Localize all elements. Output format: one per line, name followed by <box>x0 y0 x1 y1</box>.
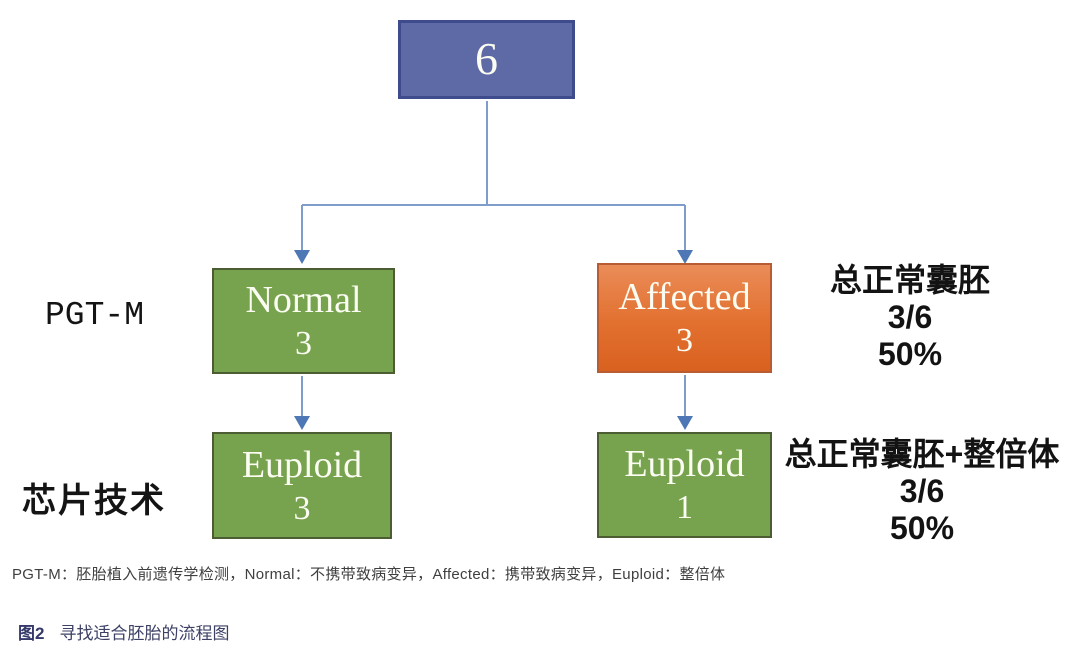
root-node-total-embryos: 6 <box>398 20 575 99</box>
node-normal-label: Normal <box>245 279 362 322</box>
figure-caption: 图2 寻找适合胚胎的流程图 <box>18 619 229 644</box>
node-euploid-1-label: Euploid <box>624 443 745 486</box>
node-euploid-3: Euploid 3 <box>212 432 392 539</box>
arrowhead-euploid-right <box>677 416 693 430</box>
node-euploid-1-count: 1 <box>676 489 693 527</box>
caption-text: 寻找适合胚胎的流程图 <box>59 624 230 643</box>
annotation-2-title: 总正常囊胚+整倍体 <box>784 436 1060 472</box>
row-label-pgt-m: PGT-M <box>45 297 145 334</box>
figure-footnote: PGT-M：胚胎植入前遗传学检测，Normal：不携带致病变异，Affected… <box>12 566 726 583</box>
annotation-normal-plus-euploid: 总正常囊胚+整倍体 3/6 50% <box>768 436 1076 547</box>
node-euploid-1: Euploid 1 <box>597 432 772 538</box>
row-label-chip-tech: 芯片技术 <box>22 482 166 520</box>
annotation-normal-blastocysts: 总正常囊胚 3/6 50% <box>790 262 1030 373</box>
arrowhead-affected <box>677 250 693 264</box>
node-normal-count: 3 <box>295 325 312 363</box>
annotation-2-fraction: 3/6 <box>899 473 945 509</box>
node-affected-label: Affected <box>618 276 751 319</box>
node-affected-count: 3 <box>676 322 693 360</box>
arrowhead-euploid-left <box>294 416 310 430</box>
node-normal: Normal 3 <box>212 268 395 374</box>
node-affected: Affected 3 <box>597 263 772 373</box>
caption-label: 图2 <box>18 624 45 643</box>
root-node-value: 6 <box>475 33 498 85</box>
annotation-1-title: 总正常囊胚 <box>829 262 990 298</box>
annotation-1-percent: 50% <box>877 336 943 372</box>
annotation-2-percent: 50% <box>889 510 955 546</box>
node-euploid-3-count: 3 <box>293 489 311 527</box>
arrowhead-normal <box>294 250 310 264</box>
node-euploid-3-label: Euploid <box>241 443 363 486</box>
annotation-1-fraction: 3/6 <box>887 299 933 335</box>
